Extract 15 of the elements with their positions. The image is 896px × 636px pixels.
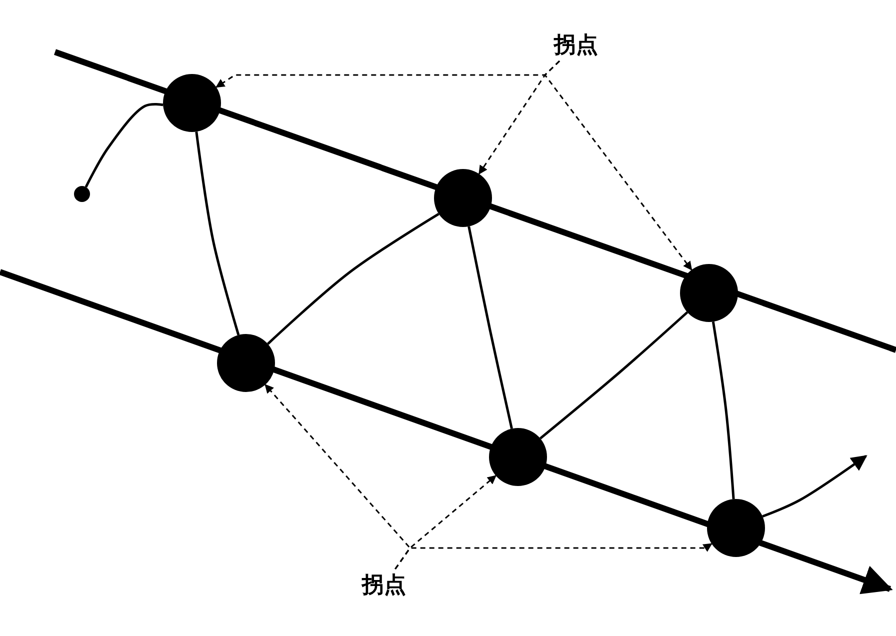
start-dot bbox=[74, 186, 90, 202]
turning-point-dot bbox=[489, 428, 547, 486]
price-curve bbox=[468, 226, 513, 429]
turning-point-dot bbox=[680, 264, 738, 322]
price-curve bbox=[539, 311, 688, 440]
price-curve bbox=[712, 322, 735, 500]
turning-point-dot bbox=[217, 334, 275, 392]
turning-point-label: 拐点 bbox=[362, 572, 406, 600]
dashed-arrow bbox=[544, 60, 692, 271]
turning-point-label: 拐点 bbox=[554, 32, 598, 60]
dashed-arrow bbox=[394, 543, 712, 570]
price-curve-arrow bbox=[762, 454, 868, 518]
price-curve bbox=[195, 132, 240, 336]
price-curve bbox=[84, 103, 164, 188]
price-curve bbox=[266, 212, 440, 345]
